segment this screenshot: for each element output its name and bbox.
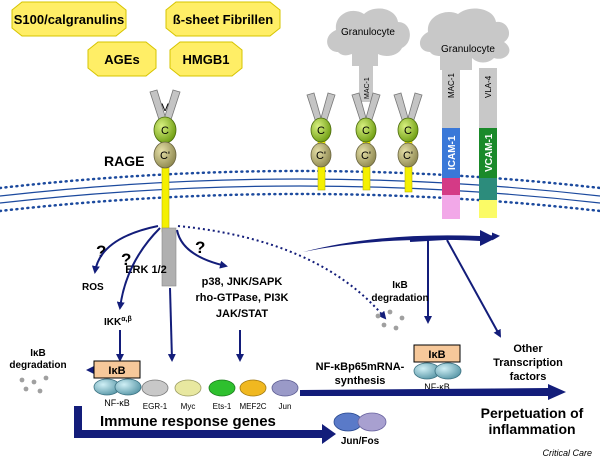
question-mark-2: ? (121, 250, 131, 269)
nfkb-synthesis-2: synthesis (335, 375, 386, 387)
rage-v-domain: V (161, 102, 169, 114)
degradation-dots-right (375, 309, 405, 331)
granulocyte-right: Granulocyte (419, 8, 510, 71)
rage-1-c-prime-domain: C' (316, 150, 326, 162)
ligand-s100: S100/calgranulins (11, 1, 127, 37)
ikb-degradation-left-2: degradation (9, 360, 66, 371)
perpetuation-line-2: inflammation (488, 421, 575, 437)
other-tf-3: factors (510, 371, 547, 383)
granulocyte-left-label: Granulocyte (341, 27, 395, 38)
ligand-ages: AGEs (87, 41, 157, 77)
mac1-stem: MAC-1 (359, 64, 373, 102)
tf-mef2c: MEF2C (239, 379, 267, 411)
rage-receptor-main: V C C' (149, 89, 181, 233)
rage-1-c-domain: C (317, 125, 325, 137)
tf-egr1-label: EGR-1 (143, 402, 168, 411)
ikb-degradation-left-1: IκB (30, 348, 46, 359)
rage-2-c-prime-domain: C' (361, 150, 371, 162)
rage-receptor-2: C C' (351, 92, 381, 191)
rage-c-prime-domain: C' (160, 150, 170, 162)
icam1-receptor: MAC-1 ICAM-1 (442, 68, 460, 219)
nfkb-left-label: NF-κB (104, 398, 130, 408)
kinase-list: p38, JNK/SAPK rho-GTPase, PI3K JAK/STAT (196, 276, 289, 320)
rage-c-domain: C (161, 125, 169, 137)
vcam1-label: VCAM-1 (484, 133, 495, 172)
ligand-fibrillen-label: ß-sheet Fibrillen (173, 12, 273, 27)
granulocyte-left: Granulocyte (327, 8, 410, 67)
perpetuation-arrow (300, 384, 566, 400)
tf-myc: Myc (174, 379, 202, 411)
swoosh-arrow (303, 230, 496, 252)
other-tf-2: Transcription (493, 357, 563, 369)
kinase-line-3: JAK/STAT (216, 308, 268, 320)
icam1-label: ICAM-1 (447, 135, 458, 170)
erk-label: ERK 1/2 (125, 264, 167, 276)
jun-fos-complex: Jun/Fos (333, 412, 387, 447)
ikb-nfkb-complex-right: IκB NF-κB (413, 344, 462, 392)
ikb-box-right-label: IκB (428, 349, 445, 361)
ligand-hmgb1-label: HMGB1 (183, 52, 230, 67)
jun-fos-label: Jun/Fos (341, 436, 380, 447)
ikb-nfkb-complex-left: IκB NF-κB (93, 360, 142, 408)
vla4-label: VLA-4 (484, 75, 493, 98)
ikk-label: IKKα,β (104, 316, 132, 328)
erk-bar (161, 227, 177, 287)
nfkb-right-label: NF-κB (424, 382, 450, 392)
question-mark-1: ? (96, 242, 106, 261)
granulocyte-right-label: Granulocyte (441, 44, 495, 55)
ikb-degradation-right-1: IκB (392, 280, 408, 291)
tf-ets1-label: Ets-1 (213, 402, 232, 411)
degradation-dots-left (19, 375, 49, 394)
ikk-sup: α,β (121, 316, 132, 323)
rage-receptor-1: C C' (306, 92, 336, 191)
rage-receptor-3: C C' (393, 92, 423, 193)
tf-ets1: Ets-1 (208, 379, 236, 411)
ligand-ages-label: AGEs (104, 52, 139, 67)
tf-jun: Jun (271, 379, 299, 411)
kinase-line-1: p38, JNK/SAPK (202, 276, 283, 288)
perpetuation-line-1: Perpetuation of (481, 405, 584, 421)
immune-genes-label: Immune response genes (100, 413, 276, 430)
kinase-line-2: rho-GTPase, PI3K (196, 292, 289, 304)
ikk-main: IKK (104, 317, 122, 328)
question-mark-3: ? (195, 238, 205, 257)
mac1-stem-label: MAC-1 (364, 77, 371, 99)
rage-3-c-domain: C (404, 125, 412, 137)
immune-genes-arrow (74, 406, 336, 444)
other-tf-1: Other (513, 343, 543, 355)
credit-label: Critical Care (542, 448, 592, 458)
vcam1-receptor: VLA-4 VCAM-1 (479, 68, 497, 218)
rage-2-c-domain: C (362, 125, 370, 137)
cell-membrane (0, 169, 600, 213)
rage-label: RAGE (104, 153, 144, 169)
ligand-hmgb1: HMGB1 (169, 41, 243, 77)
tf-myc-label: Myc (181, 402, 196, 411)
rage-3-c-prime-domain: C' (403, 150, 413, 162)
tf-mef2c-label: MEF2C (239, 402, 266, 411)
ligand-fibrillen: ß-sheet Fibrillen (165, 1, 281, 37)
ikb-degradation-right-2: degradation (371, 293, 428, 304)
mac1-bar-label: MAC-1 (447, 73, 456, 98)
tf-egr1: EGR-1 (141, 379, 169, 411)
tf-jun-label: Jun (279, 402, 292, 411)
nfkb-synthesis-1: NF-κBp65mRNA- (316, 361, 405, 373)
ros-label: ROS (82, 282, 104, 293)
ligand-s100-label: S100/calgranulins (14, 12, 125, 27)
ikb-box-left-label: IκB (108, 365, 125, 377)
